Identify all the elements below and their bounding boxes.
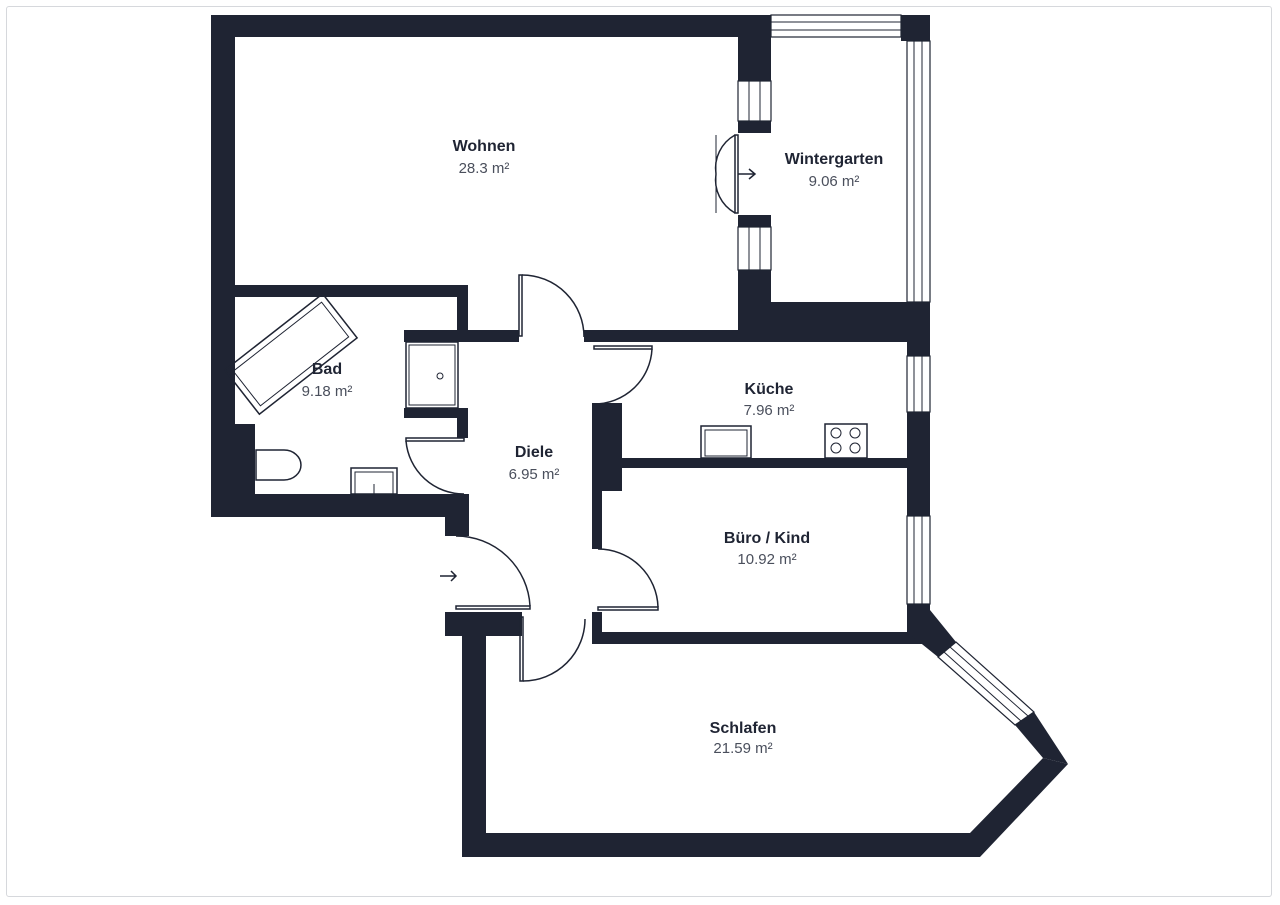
wall-schlafen-left: [462, 612, 486, 857]
walls: [211, 15, 1068, 857]
room-labels: Wohnen 28.3 m² Wintergarten 9.06 m² Bad …: [302, 138, 884, 757]
room-name-schlafen: Schlafen: [710, 720, 777, 737]
wall-shaft-bottom: [404, 408, 468, 418]
door-swing-icon: [593, 348, 653, 405]
door-swing-icon: [455, 535, 531, 607]
room-name-buero: Büro / Kind: [724, 530, 810, 547]
room-area-buero: 10.92 m²: [737, 551, 796, 568]
door-swing-icon: [714, 173, 736, 214]
door-direction-arrow-icon: [738, 168, 757, 180]
window-wohnen-wg-bottom: [737, 226, 772, 271]
bath-sink-icon: [350, 467, 398, 495]
door-leaf-kueche: [593, 345, 653, 350]
door-swing-icon: [522, 618, 586, 682]
wall-bad-right-top: [457, 285, 468, 342]
toilet-icon: [255, 449, 302, 481]
wall-wohnen-wg-top: [738, 15, 771, 81]
door-leaf-buero: [597, 606, 659, 611]
door-leaf-entry: [455, 605, 531, 610]
door-swing-icon: [714, 134, 736, 175]
door-swing-icon: [597, 548, 659, 608]
door-swing-icon: [521, 274, 585, 338]
wall-shaft-top: [404, 330, 468, 342]
wall-diele-right-bottom: [592, 612, 602, 642]
room-name-wohnen: Wohnen: [453, 138, 516, 155]
doors: [405, 134, 757, 682]
window-wg-right: [906, 40, 931, 303]
wall-wg-corner: [901, 15, 930, 41]
plan-frame: [6, 6, 1272, 897]
room-area-bad: 9.18 m²: [302, 383, 353, 400]
room-area-wohnen: 28.3 m²: [459, 160, 510, 177]
room-area-wintergarten: 9.06 m²: [809, 173, 860, 190]
window-schlafen: [937, 641, 1035, 726]
wall-buero-bottom: [592, 632, 930, 644]
wall-entry-left: [445, 494, 469, 536]
wall-wohnen-bottom-right: [584, 330, 930, 342]
wall-wohnen-wg-a: [738, 121, 771, 133]
room-area-diele: 6.95 m²: [509, 466, 560, 483]
windows: [737, 14, 1035, 726]
door-leaf-bad: [405, 437, 465, 442]
wall-schlafen-angle: [1015, 712, 1068, 764]
wall-diele-right-mid: [592, 491, 602, 549]
wall-top: [211, 15, 771, 37]
wall-kueche-buero: [592, 458, 908, 468]
room-name-kueche: Küche: [745, 381, 794, 398]
window-buero: [906, 515, 931, 605]
room-name-diele: Diele: [515, 444, 553, 461]
bathtub-icon: [223, 292, 359, 416]
window-wohnen-wg-top: [737, 80, 772, 122]
room-name-bad: Bad: [312, 361, 342, 378]
stove-icon: [824, 423, 868, 459]
wall-schlafen-bottom: [462, 758, 1068, 857]
wall-schlafen-corner: [907, 610, 956, 657]
window-kueche: [906, 355, 931, 413]
wall-left: [211, 15, 235, 517]
wall-wohnen-wg-b: [738, 215, 771, 227]
fixtures: [223, 292, 868, 582]
door-swing-icon: [405, 440, 465, 495]
door-leaf-schlafen: [519, 616, 524, 682]
door-leaf-wohnen: [518, 274, 523, 337]
room-area-kueche: 7.96 m²: [744, 402, 795, 419]
wall-kueche-right: [907, 412, 930, 516]
room-area-schlafen: 21.59 m²: [713, 740, 772, 757]
wall-kueche-right-top: [907, 330, 930, 356]
room-name-wintergarten: Wintergarten: [785, 151, 884, 168]
wall-bath-bottom: [211, 494, 469, 517]
window-wg-top: [770, 14, 902, 38]
sink-icon: [405, 341, 459, 409]
wall-bad-top: [235, 285, 468, 297]
wall-bad-column: [235, 424, 255, 494]
kitchen-sink-icon: [700, 425, 752, 459]
wall-diele-right-column: [592, 403, 622, 491]
entrance-arrow-icon: [440, 570, 458, 582]
wall-bad-right-mid: [457, 412, 468, 438]
wall-wohnen-bottom-left: [466, 330, 519, 342]
